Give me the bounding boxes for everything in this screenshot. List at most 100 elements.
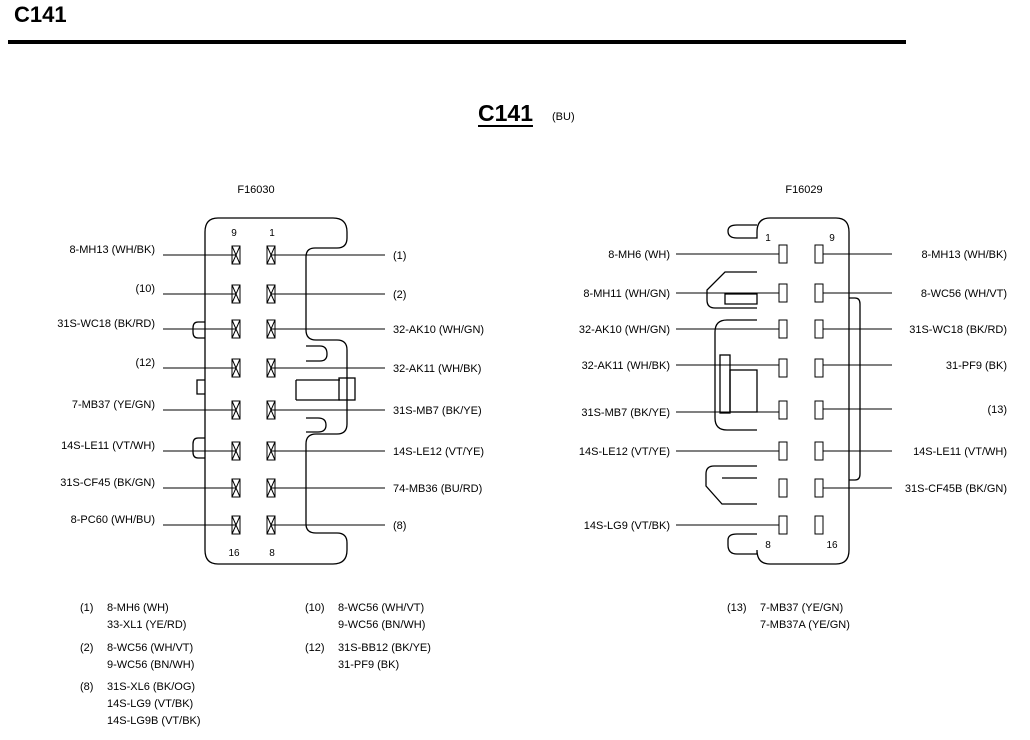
left-connector-latch-tab (338, 377, 356, 401)
right-pin-cavity (814, 441, 824, 461)
wire-label: 31S-WC18 (BK/RD) (57, 318, 155, 330)
wire-label: 31S-CF45 (BK/GN) (60, 477, 155, 489)
legend-key: (13) (727, 602, 747, 614)
right-connector-latch-block (729, 369, 758, 413)
wire-label: (2) (393, 289, 406, 301)
wire-label: (10) (135, 283, 155, 295)
legend-key: (8) (80, 681, 94, 693)
page-title: C141 (14, 2, 67, 27)
wire-label: 14S-LE12 (VT/YE) (579, 446, 670, 458)
wire-label: (1) (393, 250, 406, 262)
wire-label: 8-MH11 (WH/GN) (583, 288, 670, 300)
legend-value: 8-WC56 (WH/VT) (107, 642, 194, 654)
legend-value: 14S-LG9B (VT/BK) (107, 715, 201, 727)
left-connector-latch (295, 379, 340, 401)
right-pin-cavity (814, 478, 824, 498)
right-pin-cavity (778, 358, 788, 378)
legend-key: (1) (80, 602, 94, 614)
right-pin-cavity (814, 515, 824, 535)
right-pin-cavity (778, 478, 788, 498)
legend-entry-1: (1) 8-MH6 (WH) 33-XL1 (YE/RD) (80, 600, 280, 640)
left-pins (231, 245, 276, 535)
right-pin-cavity (814, 244, 824, 264)
right-connector-side-rail (849, 297, 861, 481)
legend-entry-2: (2) 8-WC56 (WH/VT) 9-WC56 (BN/WH) (80, 640, 280, 680)
title-rule (8, 40, 906, 44)
wire-label: 8-MH6 (WH) (608, 249, 670, 261)
wire-label: (13) (987, 404, 1007, 416)
wire-label: 32-AK11 (WH/BK) (582, 360, 670, 372)
right-connector-guide-top (724, 293, 758, 305)
wire-label: 31S-MB7 (BK/YE) (581, 407, 670, 419)
legend-value: 7-MB37A (YE/GN) (760, 619, 850, 631)
right-pin-number-1: 1 (765, 233, 771, 244)
legend-key: (12) (305, 642, 325, 654)
wire-label: (12) (135, 357, 155, 369)
right-pin-cavity (778, 283, 788, 303)
wire-label: 8-PC60 (WH/BU) (71, 514, 155, 526)
legend-entry-8: (8) 31S-XL6 (BK/OG) 14S-LG9 (VT/BK) 14S-… (80, 679, 280, 734)
legend-value: 7-MB37 (YE/GN) (760, 602, 844, 614)
wire-label: 14S-LG9 (VT/BK) (584, 520, 670, 532)
wire-label: 8-MH13 (WH/BK) (921, 249, 1007, 261)
right-pin-number-9: 9 (829, 233, 835, 244)
wire-label: 31-PF9 (BK) (946, 360, 1007, 372)
legend-entry-12: (12) 31S-BB12 (BK/YE) 31-PF9 (BK) (305, 640, 505, 680)
left-connector (192, 217, 356, 565)
left-connector-latch-cavity (306, 345, 328, 433)
right-connector-outline (727, 217, 850, 565)
wire-label: 14S-LE11 (VT/WH) (913, 446, 1007, 458)
connector-color: (BU) (552, 111, 575, 123)
wire-label: 31S-CF45B (BK/GN) (905, 483, 1007, 495)
wire-label: 31S-WC18 (BK/RD) (909, 324, 1007, 336)
right-pin-cavity (814, 358, 824, 378)
right-part-number: F16029 (785, 184, 822, 196)
right-pin-number-16: 16 (826, 540, 838, 551)
left-connector-key-mid (196, 379, 205, 395)
left-pin-number-16: 16 (228, 548, 240, 559)
legend-entry-13: (13) 7-MB37 (YE/GN) 7-MB37A (YE/GN) (727, 600, 927, 640)
right-pin-number-8: 8 (765, 540, 771, 551)
wire-label: 14S-LE11 (VT/WH) (61, 440, 155, 452)
left-part-number: F16030 (237, 184, 274, 196)
right-pin-cavity (814, 283, 824, 303)
right-pins (778, 244, 824, 535)
wire-label: 31S-MB7 (BK/YE) (393, 405, 482, 417)
left-connector-key-top (192, 321, 205, 339)
connector-heading: C141 (478, 100, 533, 126)
legend-key: (10) (305, 602, 325, 614)
wire-label: 8-MH13 (WH/BK) (69, 244, 155, 256)
wire-label: 32-AK11 (WH/BK) (393, 363, 481, 375)
right-pin-cavity (778, 400, 788, 420)
wire-label: 32-AK10 (WH/GN) (579, 324, 670, 336)
right-connector (705, 217, 861, 565)
legend-value: 31-PF9 (BK) (338, 659, 400, 671)
left-view-right-labels: (1) (2) 32-AK10 (WH/GN) 32-AK11 (WH/BK) 31S-… (393, 250, 484, 532)
legend-value: 31S-XL6 (BK/OG) (107, 681, 196, 693)
wire-label: 74-MB36 (BU/RD) (393, 483, 482, 495)
wire-label: 32-AK10 (WH/GN) (393, 324, 484, 336)
wire-label: 8-WC56 (WH/VT) (921, 288, 1007, 300)
legend-key: (2) (80, 642, 94, 654)
legend-value: 9-WC56 (BN/WH) (107, 659, 195, 671)
legend-value: 33-XL1 (YE/RD) (107, 619, 187, 631)
right-pin-cavity (778, 319, 788, 339)
right-view-right-labels: 8-MH13 (WH/BK) 8-WC56 (WH/VT) 31S-WC18 (BK… (905, 249, 1007, 495)
left-pin-number-9: 9 (231, 228, 237, 239)
right-pin-cavity (814, 319, 824, 339)
right-connector-inner-left (705, 271, 757, 505)
left-pin-number-8: 8 (269, 548, 275, 559)
right-pin-cavity (778, 515, 788, 535)
wire-label: 7-MB37 (YE/GN) (72, 399, 155, 411)
right-view-left-labels: 8-MH6 (WH) 8-MH11 (WH/GN) 32-AK10 (WH/GN) 3… (579, 249, 670, 532)
left-connector-key-bottom (192, 437, 205, 459)
right-pin-cavity (778, 244, 788, 264)
right-connector-latch-bar (719, 354, 731, 414)
wire-label: (8) (393, 520, 406, 532)
legend-value: 8-MH6 (WH) (107, 602, 169, 614)
wire-label: 14S-LE12 (VT/YE) (393, 446, 484, 458)
right-leader-lines (676, 253, 892, 526)
right-pin-cavity (814, 400, 824, 420)
left-pin-number-1: 1 (269, 228, 275, 239)
